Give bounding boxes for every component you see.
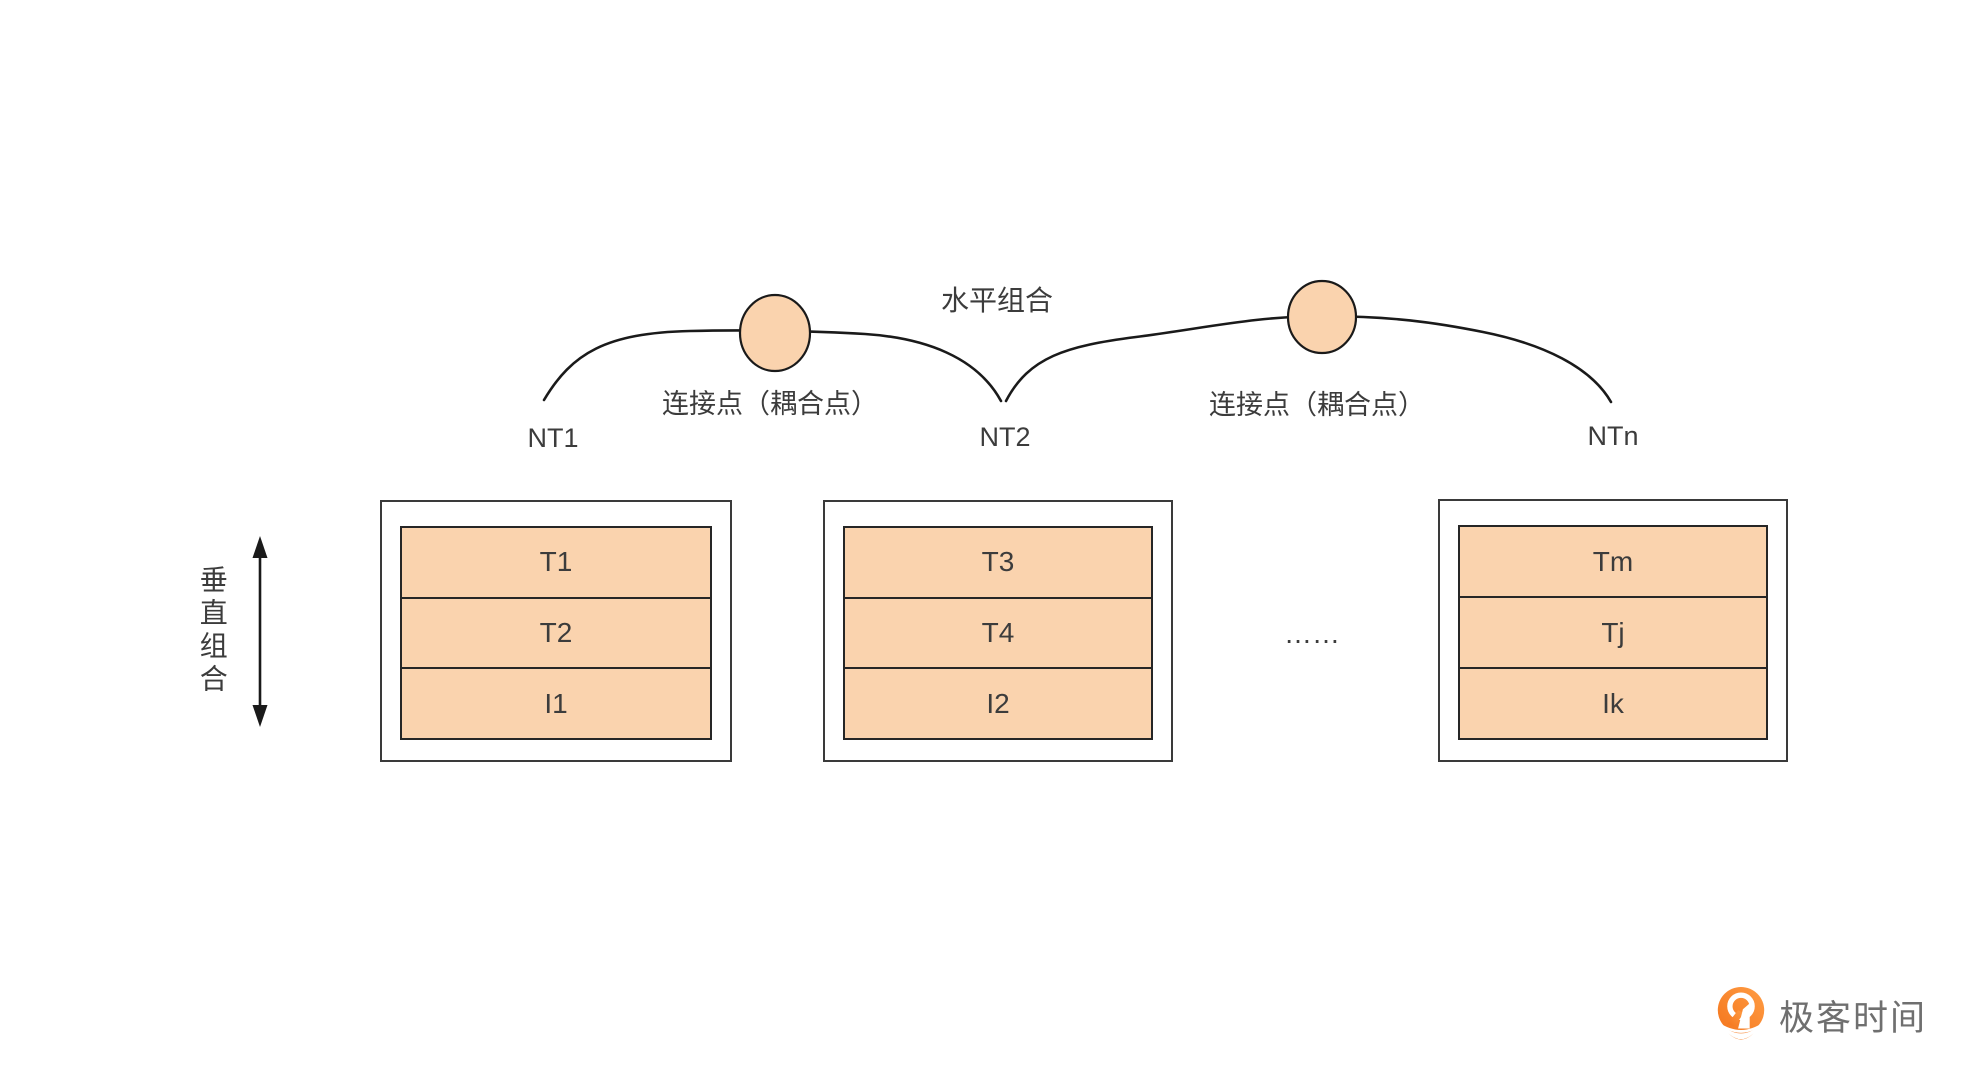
vertical-composition-label: 垂直组合	[196, 565, 228, 697]
coupling-point-circle-1	[738, 293, 812, 373]
node-container-nt2: T3 T4 I2	[823, 500, 1173, 762]
vertical-composition-arrow	[252, 536, 268, 727]
node-container-ntn: Tm Tj Ik	[1438, 499, 1788, 762]
horizontal-composition-label: 水平组合	[940, 285, 1054, 317]
stack-cell: T3	[845, 528, 1151, 597]
stack-cell: T4	[845, 596, 1151, 668]
coupling-point-label-1: 连接点（耦合点）	[662, 388, 878, 419]
node-label-ntn: NTn	[1587, 420, 1639, 451]
coupling-point-circle-2	[1286, 279, 1358, 355]
stack-cell: T2	[402, 596, 710, 668]
geektime-logo-text: 极客时间	[1779, 998, 1928, 1038]
node-label-nt1: NT1	[527, 422, 579, 453]
stack-cell: Ik	[1460, 667, 1766, 738]
stack-cell: Tj	[1460, 596, 1766, 667]
node-container-nt1: T1 T2 I1	[380, 500, 732, 762]
node-label-nt2: NT2	[979, 421, 1031, 452]
stack-cell: I1	[402, 667, 710, 739]
stack-cell: T1	[402, 528, 710, 597]
vertical-stack-ntn: Tm Tj Ik	[1458, 525, 1768, 740]
stack-cell: I2	[845, 667, 1151, 739]
stack-cell: Tm	[1460, 527, 1766, 596]
ellipsis-label: ……	[1284, 618, 1340, 650]
vertical-stack-nt1: T1 T2 I1	[400, 526, 712, 740]
geektime-logo: 极客时间	[1712, 984, 1927, 1046]
geektime-logo-icon	[1717, 986, 1765, 1040]
coupling-point-label-2: 连接点（耦合点）	[1209, 389, 1425, 420]
vertical-stack-nt2: T3 T4 I2	[843, 526, 1153, 740]
